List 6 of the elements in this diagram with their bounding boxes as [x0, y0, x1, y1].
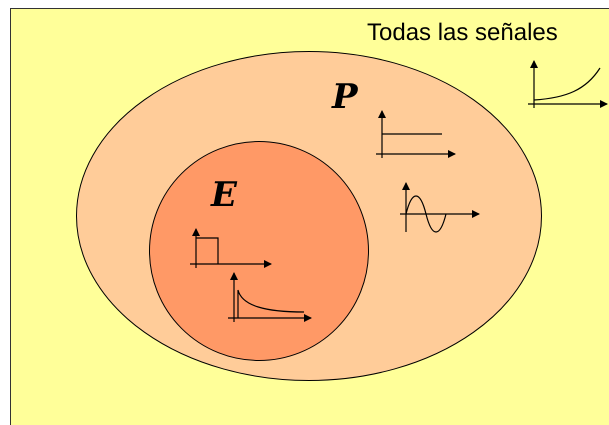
set-label: P [332, 77, 358, 117]
set-title: Todas las señales [367, 19, 558, 47]
signal-set-box [10, 8, 609, 425]
power-signal-ellipse [76, 51, 542, 381]
energy-signal-circle [149, 141, 369, 361]
set-label: E [211, 175, 237, 215]
